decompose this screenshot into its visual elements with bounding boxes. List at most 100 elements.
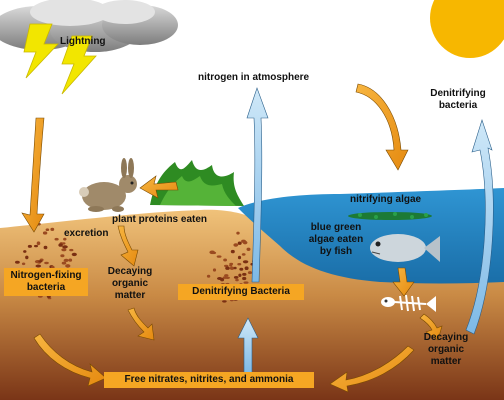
arrow-fish-to-skeleton [392,267,415,297]
arrow-nitrates-to-denitrifying [237,317,259,375]
bacteria-dot [65,264,71,268]
bacteria-dot [34,244,38,248]
arrow-skeleton-to-decay [419,313,443,341]
label-denitrifying-bacteria-right: Denitrifying bacteria [420,88,496,112]
bacteria-dot [225,266,230,270]
bacteria-dot [45,228,50,231]
bacteria-dot [23,250,27,253]
bacteria-dot [61,261,67,265]
bacteria-dot [44,261,49,265]
blue-flow-arrows [237,87,494,375]
bacteria-dot [237,241,242,245]
bacteria-dot [229,264,233,267]
bacteria-dot [68,258,73,262]
label-line: blue green [310,222,362,233]
bacteria-dot [237,263,242,266]
arrow-decaying-left [127,307,155,341]
label-plant-proteins: plant proteins eaten [112,214,208,225]
bacteria-dot [237,255,242,260]
bacteria-dot [216,255,222,258]
label-line: algae eaten [308,234,364,245]
box-line: bacteria [26,282,66,293]
bacteria-dot [71,252,77,257]
label-nitrogen-atmosphere: nitrogen in atmosphere [198,72,310,83]
label-line: organic [111,278,149,289]
bacteria-dot [241,253,246,256]
bacteria-dot [239,267,244,271]
bacteria-dot [242,260,249,264]
bacteria-dot [242,276,247,281]
bacteria-dot [223,258,228,262]
bacteria-dot [43,245,48,250]
algae-patch [348,212,432,220]
bacteria-dot [27,244,32,248]
green-plant [150,160,244,206]
bacteria-dot [38,260,43,263]
box-free-nitrates: Free nitrates, nitrites, and ammonia [104,372,314,388]
box-denitrifying-bacteria: Denitrifying Bacteria [178,284,304,300]
bacteria-dot [63,258,69,262]
storm-cloud [0,0,178,52]
label-decaying-right: Decaying organic matter [416,332,476,368]
bacteria-dot [50,227,55,231]
bacteria-dot [212,268,217,272]
bacteria-dot [69,248,74,252]
bacteria-dot [224,264,229,268]
label-blue-green-algae: blue green algae eaten by fish [300,222,372,258]
bacteria-dot [61,248,67,252]
orange-flow-arrows [21,83,443,393]
bacteria-dot [233,266,237,270]
label-excretion: excretion [64,228,109,239]
lightning-bolt-icon [23,23,97,95]
arrow-atmosphere-to-algae [355,83,409,171]
arrow-decay-to-nitrates [329,345,415,393]
bacteria-dot [247,271,253,275]
bacteria-dot [35,264,42,268]
label-line: matter [430,356,462,367]
bacteria-dot [243,281,249,284]
bacteria-dot [36,241,41,246]
fish [370,234,440,262]
bacteria-dot [42,231,48,235]
bacteria-dot [220,277,225,282]
bacteria-dot [62,245,68,249]
label-line: Decaying [423,332,469,343]
arrow-fixing-to-nitrates [33,333,107,387]
bacteria-dot [62,242,66,245]
label-lightning: Lightning [60,36,106,47]
bacteria-dot [51,265,55,269]
label-decaying-left: Decaying organic matter [102,266,158,302]
bacteria-dot [222,300,227,303]
label-line: Denitrifying [430,88,486,99]
bacteria-dot [225,276,230,279]
bacteria-dot [25,255,29,260]
rabbit [79,158,137,212]
arrow-excretion [117,225,139,267]
bacteria-dot [242,272,247,276]
label-line: organic [427,344,465,355]
arrow-soil-to-atmosphere [246,87,269,283]
label-line: by fish [319,246,353,257]
bacteria-dot [233,243,239,247]
arrow-right-denitrifying-up [465,119,494,335]
bacteria-dot [224,274,229,277]
bacteria-dot [15,260,20,264]
bacteria-dot [235,278,239,282]
sun [430,0,504,58]
bacteria-dot [236,231,240,235]
fish-skeleton [381,294,436,312]
bacteria-dot [60,254,65,258]
bacteria-dot [206,274,211,278]
box-nitrogen-fixing-bacteria: Nitrogen-fixing bacteria [4,268,88,296]
bacteria-dot [244,266,249,271]
bacteria-dot [54,237,59,241]
label-line: bacteria [438,100,478,111]
bacteria-dot [229,266,235,270]
bacteria-dot [230,249,235,254]
label-nitrifying-algae: nitrifying algae [350,194,422,205]
label-line: Decaying [107,266,153,277]
bacteria-dot [241,239,246,243]
bacteria-dot [233,276,239,279]
